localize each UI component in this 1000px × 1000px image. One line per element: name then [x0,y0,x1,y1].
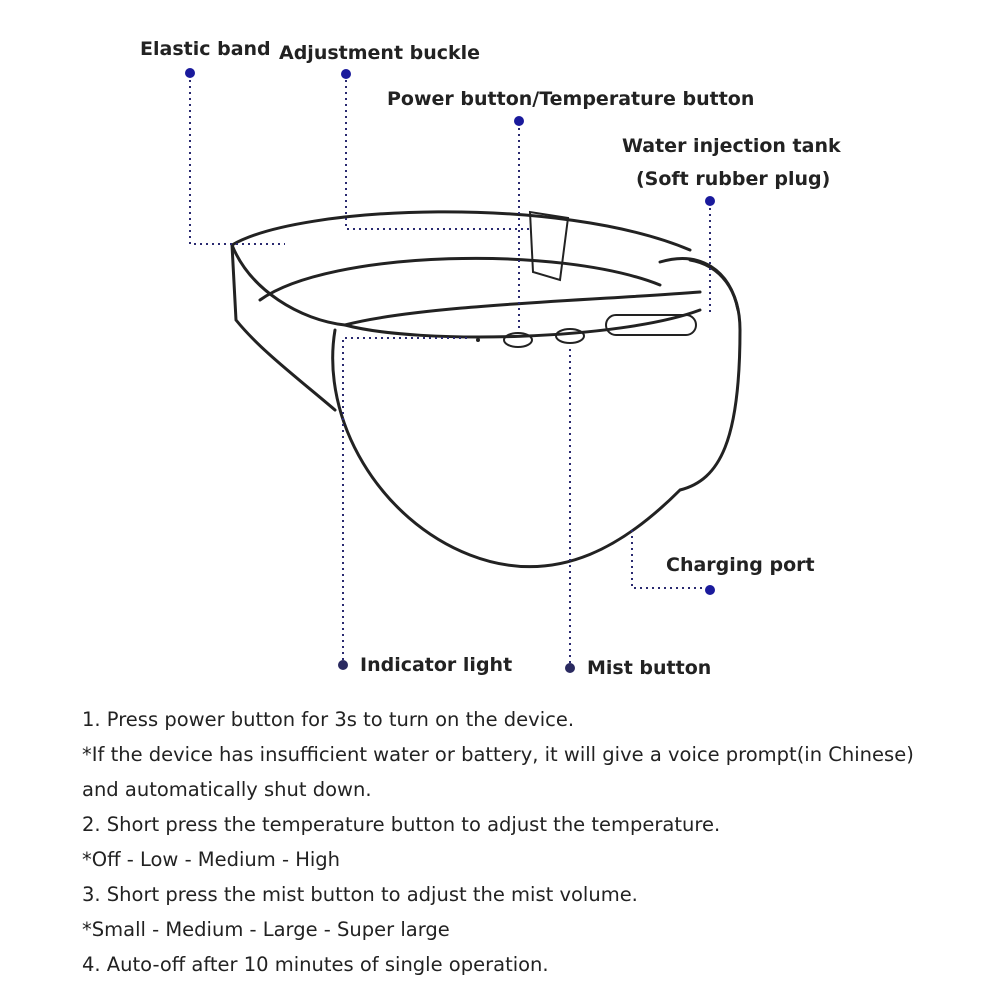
instruction-line: 1. Press power button for 3s to turn on … [82,708,575,731]
marker-mist-button [565,663,575,673]
leader-charging-port [631,530,705,589]
marker-power-button [514,116,524,126]
band-inner [258,256,662,302]
instruction-line: *Small - Medium - Large - Super large [82,918,450,941]
label-water-tank: Water injection tank [622,135,841,157]
marker-charging-port [705,585,715,595]
instruction-line: 4. Auto-off after 10 minutes of single o… [82,953,549,976]
instruction-line: 3. Short press the mist button to adjust… [82,883,638,906]
label-charging-port: Charging port [666,554,815,576]
label-mist-button: Mist button [587,657,712,679]
marker-adjustment-buckle [341,69,351,79]
leader-elastic-band [189,80,285,245]
label-power-button: Power button/Temperature button [387,88,755,110]
power-button-shape [503,332,533,348]
leader-adjustment-buckle [345,80,530,230]
instruction-line: 2. Short press the temperature button to… [82,813,721,836]
marker-water-tank [705,196,715,206]
mask-top-rim [343,290,702,327]
leader-indicator-light [342,337,470,660]
mist-button-shape [555,328,585,344]
instruction-line: and automatically shut down. [82,778,372,801]
marker-indicator-light [338,660,348,670]
markers [185,68,715,673]
label-adjustment-buckle: Adjustment buckle [279,42,481,64]
label-elastic-band: Elastic band [140,38,271,60]
leader-lines [189,80,711,663]
band-outer-top [230,210,692,252]
mask-body [331,258,742,569]
eye-mask-drawing [230,210,742,569]
instruction-line: *If the device has insufficient water or… [82,743,914,766]
instructions: 1. Press power button for 3s to turn on … [82,702,914,982]
marker-elastic-band [185,68,195,78]
label-indicator-light: Indicator light [360,654,513,676]
water-tank-slot [605,314,697,336]
indicator-dot [476,338,480,342]
label-water-tank-sub: (Soft rubber plug) [636,168,831,190]
buckle [528,210,570,282]
instruction-line: *Off - Low - Medium - High [82,848,341,871]
